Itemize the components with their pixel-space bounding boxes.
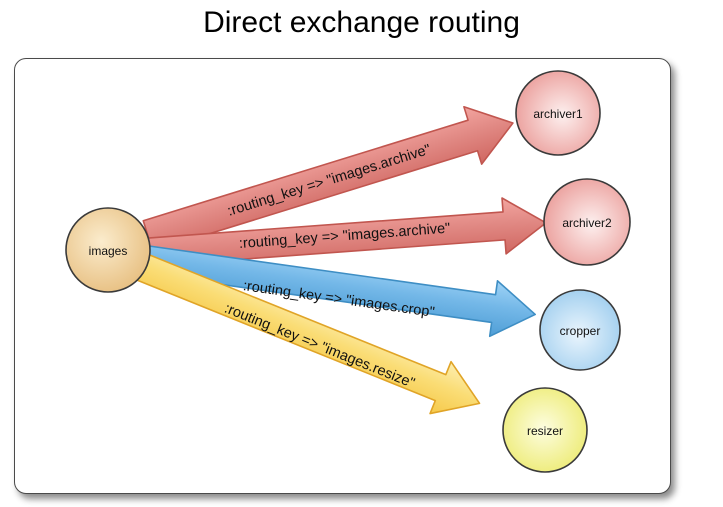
node-archiver2[interactable] xyxy=(543,178,631,266)
node-resizer[interactable] xyxy=(502,387,588,473)
edge-arrow-resize[interactable] xyxy=(132,241,490,429)
page-title: Direct exchange routing xyxy=(203,6,520,39)
node-archiver1[interactable] xyxy=(515,70,601,156)
node-cropper[interactable] xyxy=(539,289,621,371)
node-images[interactable] xyxy=(65,207,151,293)
